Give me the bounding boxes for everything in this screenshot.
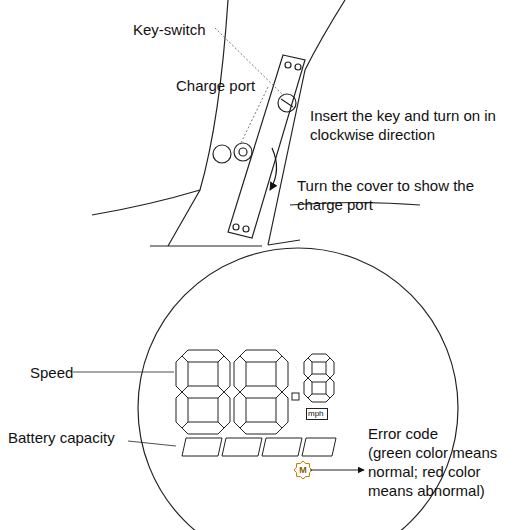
icon-letter: M — [297, 465, 309, 475]
callout-label: Charge port — [176, 76, 296, 95]
callout-label: Error code — [368, 424, 508, 443]
callout-label: (green color means normal; red color mea… — [368, 443, 508, 500]
callout-label: Battery capacity — [8, 428, 138, 447]
unit-text: mph — [307, 409, 327, 418]
callout-label: Key-switch — [133, 20, 253, 39]
unit-box: mph — [306, 408, 328, 420]
callout-label: Turn the cover to show the charge port — [297, 176, 507, 214]
callout-label: Insert the key and turn on in clockwise … — [310, 106, 510, 144]
callout-label: Speed — [30, 363, 90, 382]
